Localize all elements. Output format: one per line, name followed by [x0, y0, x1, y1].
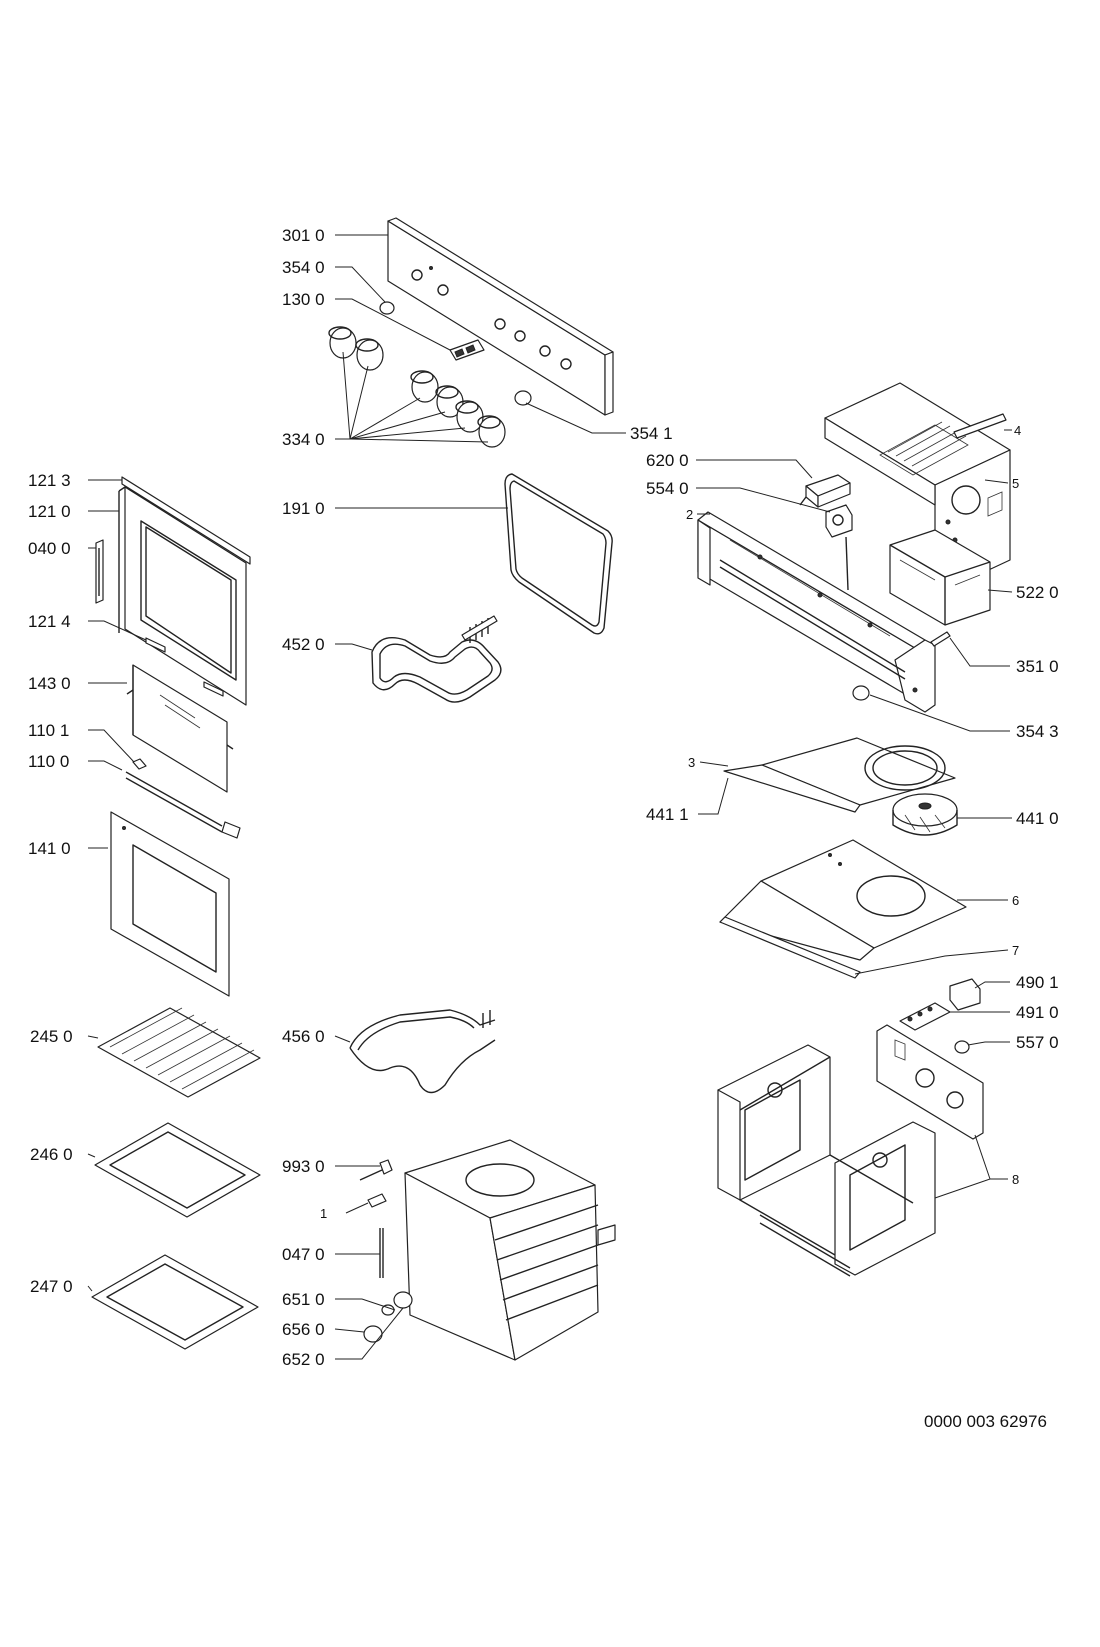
- lamp-part: [852, 685, 870, 701]
- label-441-0: 441 0: [1016, 809, 1059, 828]
- hinge-part: [95, 539, 104, 604]
- gasket-part: [504, 473, 613, 635]
- knob-part: [954, 1040, 970, 1054]
- label-247-0: 247 0: [30, 1277, 73, 1296]
- cooling-fan-part: [889, 529, 991, 626]
- label-652-0: 652 0: [282, 1350, 325, 1369]
- inner-door-frame-part: [118, 486, 247, 706]
- label-522-0: 522 0: [1016, 583, 1059, 602]
- label-1: 1: [320, 1206, 327, 1221]
- label-441-1: 441 1: [646, 805, 689, 824]
- label-334-0: 334 0: [282, 430, 325, 449]
- glass-panel-part: [126, 664, 234, 793]
- label-554-0: 554 0: [646, 479, 689, 498]
- label-246-0: 246 0: [30, 1145, 73, 1164]
- label-354-1: 354 1: [630, 424, 673, 443]
- label-452-0: 452 0: [282, 635, 325, 654]
- label-490-1: 490 1: [1016, 973, 1059, 992]
- label-121-3: 121 3: [28, 471, 71, 490]
- outer-door-part: [110, 811, 230, 997]
- sensor-part: [379, 1228, 384, 1278]
- label-354-0: 354 0: [282, 258, 325, 277]
- clip-part: [132, 758, 147, 770]
- oven-cavity-part: [404, 1139, 616, 1361]
- connector-part: [899, 1002, 951, 1031]
- baking-tray-part: [94, 1122, 261, 1218]
- knobs-part: [328, 326, 506, 448]
- screw-part: [359, 1159, 393, 1181]
- label-047-0: 047 0: [282, 1245, 325, 1264]
- cap-part: [379, 301, 395, 315]
- label-8: 8: [1012, 1172, 1019, 1187]
- label-130-0: 130 0: [282, 290, 325, 309]
- label-4: 4: [1014, 423, 1021, 438]
- spacer-part: [145, 637, 224, 697]
- label-656-0: 656 0: [282, 1320, 325, 1339]
- door-top-strip-part: [121, 476, 251, 565]
- label-191-0: 191 0: [282, 499, 325, 518]
- control-panel-part: [387, 217, 614, 416]
- label-245-0: 245 0: [30, 1027, 73, 1046]
- label-3: 3: [688, 755, 695, 770]
- label-141-0: 141 0: [28, 839, 71, 858]
- grill-element-part: [371, 615, 502, 703]
- label-121-0: 121 0: [28, 502, 71, 521]
- lamp-bulb-part: [363, 1325, 383, 1343]
- fan-cover-part: [723, 737, 956, 813]
- label-456-0: 456 0: [282, 1027, 325, 1046]
- label-491-0: 491 0: [1016, 1003, 1059, 1022]
- cap-right-part: [514, 390, 532, 406]
- label-620-0: 620 0: [646, 451, 689, 470]
- fan-wheel-part: [892, 793, 958, 836]
- back-panel-part: [697, 511, 936, 713]
- label-040-0: 040 0: [28, 539, 71, 558]
- label-651-0: 651 0: [282, 1290, 325, 1309]
- selector-switch-part: [799, 474, 851, 508]
- bottom-element-part: [349, 1009, 496, 1094]
- label-351-0: 351 0: [1016, 657, 1059, 676]
- label-557-0: 557 0: [1016, 1033, 1059, 1052]
- label-5: 5: [1012, 476, 1019, 491]
- label-301-0: 301 0: [282, 226, 325, 245]
- thermostat-part: [825, 504, 853, 591]
- label-110-1: 110 1: [28, 721, 69, 740]
- switch-part: [449, 339, 485, 361]
- label-2: 2: [686, 507, 693, 522]
- wire-shelf-part: [97, 1007, 261, 1098]
- document-number: 0000 003 62976: [924, 1412, 1047, 1431]
- label-121-4: 121 4: [28, 612, 71, 631]
- pin-part: [930, 631, 951, 647]
- bottom-plate-part: [719, 839, 967, 979]
- leader-lines: [87, 234, 1013, 1360]
- label-143-0: 143 0: [28, 674, 71, 693]
- part-labels: 301 0 354 0 130 0 334 0 354 1 121 3 121 …: [28, 226, 1059, 1431]
- label-7: 7: [1012, 943, 1019, 958]
- lamp-cover-part: [381, 1291, 413, 1316]
- label-993-0: 993 0: [282, 1157, 325, 1176]
- label-354-3: 354 3: [1016, 722, 1059, 741]
- control-module-part: [876, 1024, 984, 1140]
- roasting-pan-part: [91, 1254, 259, 1350]
- label-6: 6: [1012, 893, 1019, 908]
- handle-part: [125, 771, 241, 839]
- label-110-0: 110 0: [28, 752, 69, 771]
- light-switch-part: [949, 978, 981, 1011]
- outer-casing-part: [717, 1044, 936, 1277]
- bracket-part: [367, 1193, 387, 1208]
